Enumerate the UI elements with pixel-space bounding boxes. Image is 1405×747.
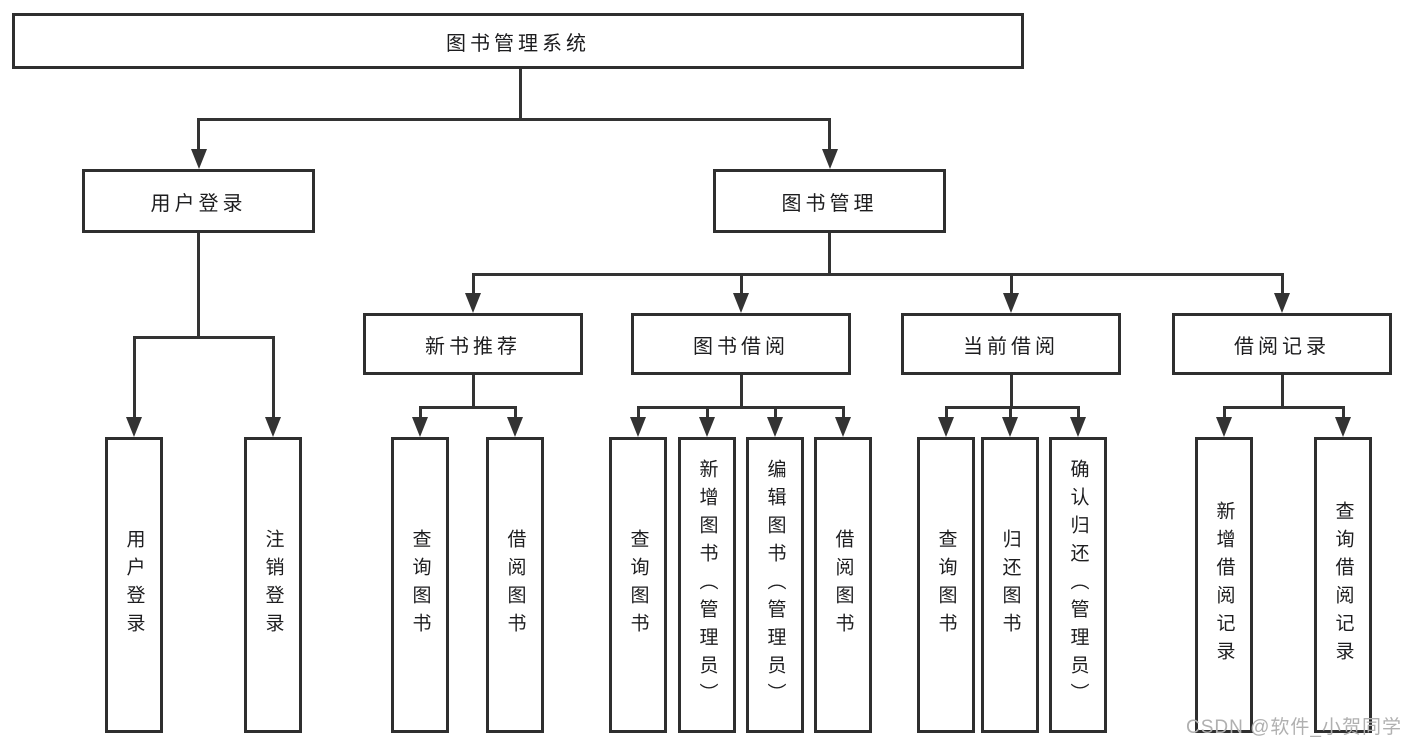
leaf-query-borrow-record: 查询借阅记录 bbox=[1314, 437, 1372, 733]
leaf-confirm-return-admin: 确认归还（管理员） bbox=[1049, 437, 1107, 733]
leaf-query-books-borrow: 查询图书 bbox=[609, 437, 667, 733]
connector-current-borrow-stem bbox=[1009, 375, 1013, 409]
connector-arrow-leaf-11 bbox=[1216, 406, 1232, 437]
connector-arrow-leaf-6 bbox=[767, 406, 783, 437]
leaf-borrow-books-recommend: 借阅图书 bbox=[486, 437, 544, 733]
leaf-borrow-books: 借阅图书 bbox=[814, 437, 872, 733]
connector-arrow-book-borrow bbox=[733, 273, 749, 313]
connector-new-book-recommend-stem bbox=[471, 375, 475, 409]
connector-borrow-records-leaves-branch bbox=[1222, 406, 1345, 409]
connector-arrow-borrow-records bbox=[1274, 273, 1290, 313]
connector-arrow-leaf-7 bbox=[835, 406, 851, 437]
connector-arrow-leaf-4 bbox=[630, 406, 646, 437]
connector-arrow-leaf-3 bbox=[507, 406, 523, 437]
connector-arrow-leaf-8 bbox=[938, 406, 954, 437]
node-borrow-records: 借阅记录 bbox=[1172, 313, 1392, 375]
connector-book-borrow-leaves-branch bbox=[636, 406, 845, 409]
connector-arrow-book-management bbox=[821, 118, 838, 169]
connector-arrow-leaf-user-login bbox=[126, 336, 142, 437]
csdn-watermark: CSDN @软件_小贺同学 bbox=[1186, 717, 1402, 738]
leaf-edit-books-admin: 编辑图书（管理员） bbox=[746, 437, 804, 733]
leaf-query-books-current: 查询图书 bbox=[917, 437, 975, 733]
leaf-return-books: 归还图书 bbox=[981, 437, 1039, 733]
node-current-borrow: 当前借阅 bbox=[901, 313, 1121, 375]
node-new-book-recommend: 新书推荐 bbox=[363, 313, 583, 375]
node-root-library-system: 图书管理系统 bbox=[12, 13, 1024, 69]
node-user-login: 用户登录 bbox=[82, 169, 315, 233]
connector-book-management-stem bbox=[828, 233, 831, 276]
connector-arrow-leaf-10 bbox=[1070, 406, 1086, 437]
connector-user-login-stem bbox=[197, 233, 200, 339]
connector-arrow-current-borrow bbox=[1003, 273, 1019, 313]
connector-arrow-new-book-recommend bbox=[465, 273, 481, 313]
leaf-add-books-admin: 新增图书（管理员） bbox=[678, 437, 736, 733]
connector-level3-branch bbox=[471, 273, 1284, 276]
connector-book-borrow-stem bbox=[739, 375, 743, 409]
node-book-borrow: 图书借阅 bbox=[631, 313, 851, 375]
connector-level2-branch bbox=[197, 118, 831, 121]
connector-recommend-leaves-branch bbox=[418, 406, 517, 409]
connector-current-borrow-leaves-branch bbox=[944, 406, 1080, 409]
connector-arrow-leaf-2 bbox=[412, 406, 428, 437]
connector-user-login-branch bbox=[132, 336, 275, 339]
connector-arrow-user-login bbox=[190, 118, 207, 169]
connector-arrow-leaf-12 bbox=[1335, 406, 1351, 437]
connector-arrow-leaf-9 bbox=[1002, 406, 1018, 437]
leaf-query-books-recommend: 查询图书 bbox=[391, 437, 449, 733]
connector-arrow-leaf-logout bbox=[265, 336, 281, 437]
connector-borrow-records-stem bbox=[1280, 375, 1284, 409]
connector-root-stem bbox=[518, 69, 522, 121]
leaf-logout: 注销登录 bbox=[244, 437, 302, 733]
leaf-user-login: 用户登录 bbox=[105, 437, 163, 733]
leaf-add-borrow-record: 新增借阅记录 bbox=[1195, 437, 1253, 733]
node-book-management: 图书管理 bbox=[713, 169, 946, 233]
connector-arrow-leaf-5 bbox=[699, 406, 715, 437]
